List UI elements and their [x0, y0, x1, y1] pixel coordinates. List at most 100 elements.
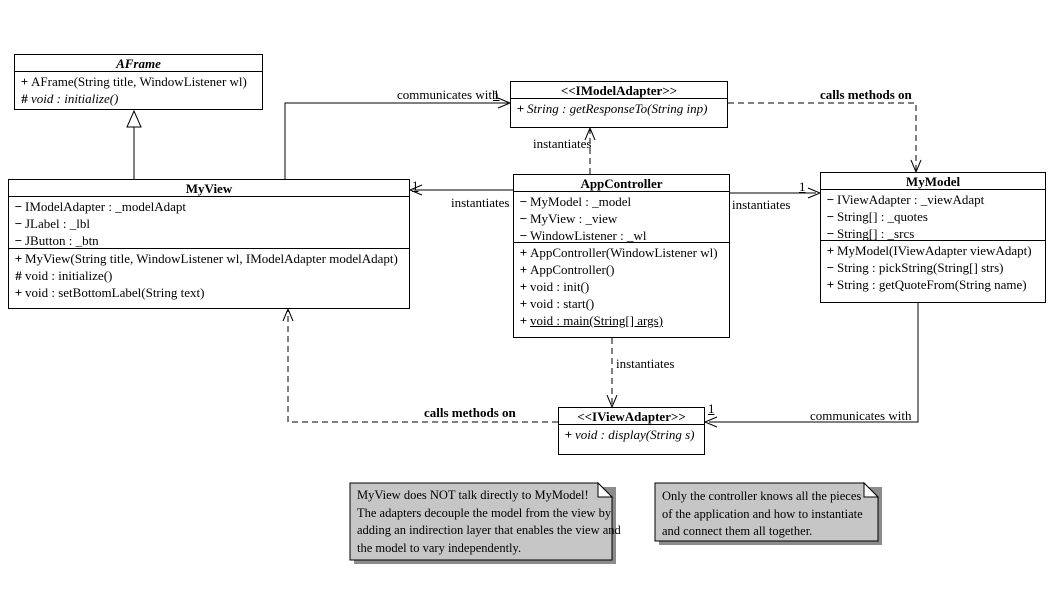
interface-imodeladapter-methods: +String : getResponseTo(String inp) [511, 99, 727, 127]
class-aframe-methods: +AFrame(String title, WindowListener wl)… [15, 72, 262, 109]
uml-method-static: +void : main(String[] args) [517, 312, 727, 329]
edge-controller-instantiates-view [408, 184, 513, 196]
visibility-private-icon: − [519, 194, 528, 209]
class-aframe-title: AFrame [15, 55, 262, 72]
edge-controller-instantiates-viewadapter [606, 338, 618, 409]
edge-label-communicates-with-top: communicates with [397, 87, 499, 102]
uml-attribute: −IModelAdapter : _modelAdapt [12, 198, 407, 215]
uml-method: #void : initialize() [12, 267, 407, 284]
note-line: MyView does NOT talk directly to MyModel… [357, 488, 589, 502]
visibility-public-icon: + [14, 285, 23, 300]
visibility-private-icon: − [519, 228, 528, 243]
uml-method: #void : initialize() [18, 90, 260, 107]
visibility-private-icon: − [826, 260, 835, 275]
uml-method: +void : display(String s) [562, 426, 702, 443]
uml-method: +MyView(String title, WindowListener wl,… [12, 250, 407, 267]
edge-label-instantiates-left: instantiates [451, 195, 510, 210]
edge-label-calls-methods-on-top: calls methods on [820, 87, 912, 102]
class-appcontroller-methods: +AppController(WindowListener wl) +AppCo… [514, 243, 729, 337]
class-mymodel: MyModel −IViewAdapter : _viewAdapt −Stri… [820, 172, 1046, 303]
class-mymodel-title: MyModel [821, 173, 1045, 190]
note-line: and connect them all together. [662, 524, 813, 538]
note-line: the model to vary independently. [357, 540, 522, 555]
class-myview-attributes: −IModelAdapter : _modelAdapt −JLabel : _… [9, 197, 409, 249]
uml-method: +void : init() [517, 278, 727, 295]
interface-imodeladapter: <<IModelAdapter>> +String : getResponseT… [510, 81, 728, 128]
interface-imodeladapter-title: <<IModelAdapter>> [511, 82, 727, 99]
edge-viewadapter-calls-myview [282, 307, 558, 423]
visibility-private-icon: − [14, 199, 23, 214]
uml-attribute: −String[] : _srcs [824, 225, 1043, 241]
uml-attribute: −JLabel : _lbl [12, 215, 407, 232]
visibility-private-icon: − [826, 192, 835, 207]
visibility-public-icon: + [516, 101, 525, 116]
class-myview-title: MyView [9, 180, 409, 197]
visibility-private-icon: − [14, 233, 23, 248]
note-adapters-decouple: MyView does NOT talk directly to MyModel… [357, 487, 621, 557]
edge-label-instantiates-right: instantiates [732, 197, 791, 212]
visibility-public-icon: + [826, 243, 835, 258]
uml-method: +String : getQuoteFrom(String name) [824, 276, 1043, 293]
edge-label-calls-methods-on-bottom: calls methods on [424, 405, 516, 420]
note-line: Only the controller knows all the pieces [662, 489, 862, 503]
uml-method: +String : getResponseTo(String inp) [514, 100, 725, 117]
uml-attribute: −WindowListener : _wl [517, 227, 727, 243]
visibility-protected-icon: # [15, 268, 22, 283]
visibility-private-icon: − [826, 209, 835, 224]
visibility-public-icon: + [14, 251, 23, 266]
visibility-public-icon: + [519, 262, 528, 277]
class-mymodel-attributes: −IViewAdapter : _viewAdapt −String[] : _… [821, 190, 1045, 241]
visibility-public-icon: + [519, 279, 528, 294]
visibility-public-icon: + [20, 74, 29, 89]
note-controller-knows-all: Only the controller knows all the pieces… [662, 488, 863, 541]
uml-attribute: −IViewAdapter : _viewAdapt [824, 191, 1043, 208]
uml-method: +MyModel(IViewAdapter viewAdapt) [824, 242, 1043, 259]
visibility-public-icon: + [519, 296, 528, 311]
multiplicity-iviewadapter: 1 [708, 401, 715, 416]
uml-attribute: −String[] : _quotes [824, 208, 1043, 225]
uml-method: +AppController(WindowListener wl) [517, 244, 727, 261]
class-myview-methods: +MyView(String title, WindowListener wl,… [9, 249, 409, 308]
multiplicity-modeladapter: 1 [493, 87, 500, 102]
uml-method: +void : start() [517, 295, 727, 312]
interface-iviewadapter-title: <<IViewAdapter>> [559, 408, 704, 425]
visibility-public-icon: + [564, 427, 573, 442]
uml-attribute: −MyView : _view [517, 210, 727, 227]
note-shape-controller [654, 481, 882, 545]
note-line: The adapters decouple the model from the… [357, 505, 612, 520]
uml-attribute: −MyModel : _model [517, 193, 727, 210]
multiplicity-myview: 1 [412, 178, 419, 193]
visibility-private-icon: − [519, 211, 528, 226]
class-mymodel-methods: +MyModel(IViewAdapter viewAdapt) −String… [821, 241, 1045, 302]
visibility-public-icon: + [826, 277, 835, 292]
edge-label-instantiates-lower: instantiates [616, 356, 675, 371]
uml-method: +AFrame(String title, WindowListener wl) [18, 73, 260, 90]
visibility-private-icon: − [14, 216, 23, 231]
interface-iviewadapter-methods: +void : display(String s) [559, 425, 704, 454]
visibility-public-icon: + [519, 245, 528, 260]
uml-method: −String : pickString(String[] strs) [824, 259, 1043, 276]
visibility-protected-icon: # [21, 91, 28, 106]
edge-label-communicates-with-bottom: communicates with [810, 408, 912, 423]
visibility-private-icon: − [826, 226, 835, 241]
interface-iviewadapter: <<IViewAdapter>> +void : display(String … [558, 407, 705, 455]
uml-method: +void : setBottomLabel(String text) [12, 284, 407, 301]
edge-model-communicates-viewadapter [703, 303, 919, 428]
class-aframe: AFrame +AFrame(String title, WindowListe… [14, 54, 263, 110]
edge-view-communicates-modeladapter [284, 97, 512, 179]
class-appcontroller: AppController −MyModel : _model −MyView … [513, 174, 730, 338]
class-myview: MyView −IModelAdapter : _modelAdapt −JLa… [8, 179, 410, 309]
uml-method: +AppController() [517, 261, 727, 278]
edge-controller-instantiates-modeladapter [584, 126, 596, 174]
visibility-public-icon: + [519, 313, 528, 328]
edge-modeladapter-calls-mymodel [728, 102, 922, 174]
class-appcontroller-attributes: −MyModel : _model −MyView : _view −Windo… [514, 192, 729, 243]
class-appcontroller-title: AppController [514, 175, 729, 192]
note-line: of the application and how to instantiat… [662, 506, 863, 521]
note-line: adding an indirection layer that enables… [357, 523, 621, 537]
edge-label-instantiates-upper: instantiates [533, 136, 592, 151]
multiplicity-mymodel: 1 [799, 179, 806, 194]
edge-generalization-myview-aframe [126, 109, 142, 179]
